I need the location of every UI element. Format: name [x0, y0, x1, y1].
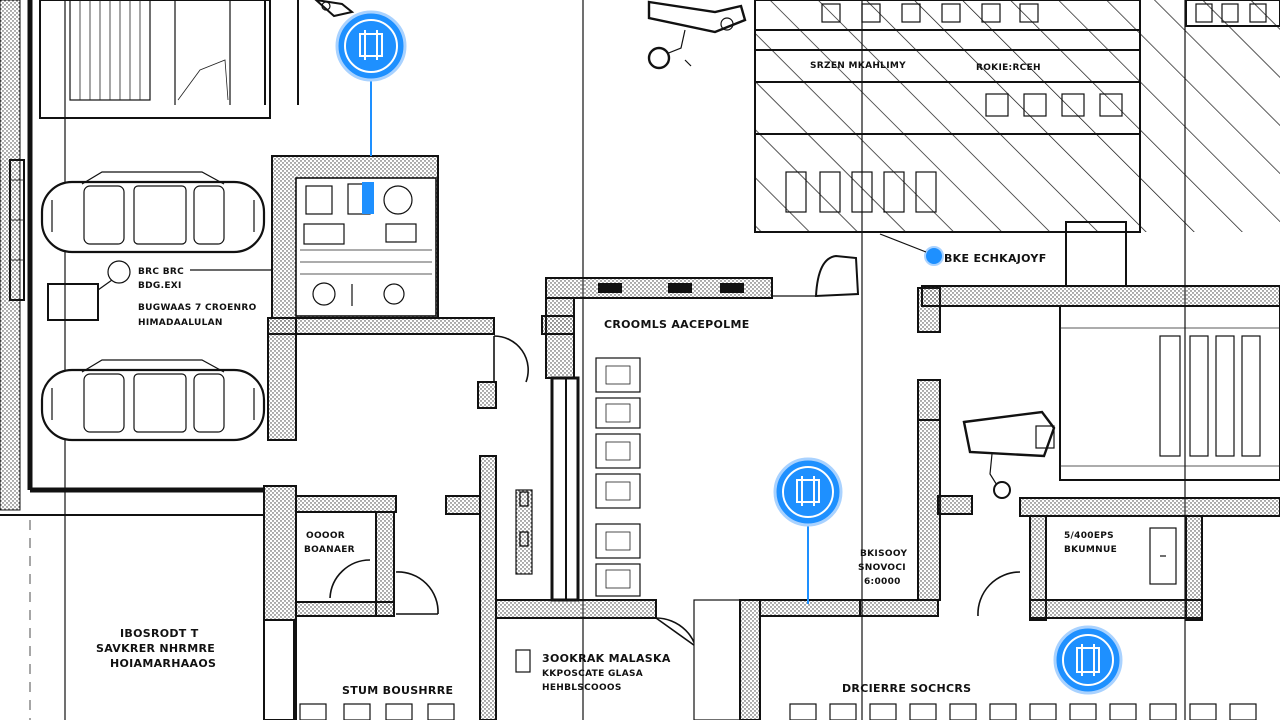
label-small-room-line-4: HIMADAALULAN [138, 318, 223, 328]
sensor-marker-middle [773, 457, 843, 604]
label-top-right-line-1: SRZEN MKAHLIMY [810, 61, 906, 71]
label-bottom-right: DRCIERRE SOCHCRS [842, 682, 971, 695]
hatched-zone-top-right [754, 0, 1280, 287]
label-central-hall: CROOMLS AACEPOLME [604, 318, 750, 331]
label-small-room-line-3: BUGWAAS 7 CROENRO [138, 303, 257, 313]
label-small-room-line-2: BDG.EXI [138, 281, 182, 291]
thermostat-icon [47, 260, 272, 321]
security-camera-icon [962, 410, 1056, 499]
label-corridor-line-3: 6:0000 [864, 577, 901, 587]
label-top-right-mid: BKE ECHKAJOYF [944, 252, 1047, 265]
label-top-right-line-2: ROKIE:RCEH [976, 63, 1041, 73]
control-panel [271, 155, 439, 319]
label-center-lower-room-line-2: KKPOSCATE GLASA [542, 669, 643, 679]
label-bottom-left: STUM BOUSHRRE [342, 684, 453, 697]
lamp-icon [814, 254, 860, 298]
label-left-lower-room-line-3: HOIAMARHAAOS [110, 657, 216, 670]
label-small-room-line-1: BRC BRC [138, 267, 184, 277]
label-left-lower-room-line-2: SAVKRER NHRMRE [96, 642, 215, 655]
label-corridor-line-2: SNOVOCI [858, 563, 906, 573]
label-right-small-room-line-2: BKUMNUE [1064, 545, 1117, 555]
garage-area [0, 0, 299, 516]
sensor-marker-top [335, 10, 407, 156]
security-camera-icon [647, 0, 747, 70]
label-left-small-room-line-1: OOOOR [306, 531, 345, 541]
walls-lower-center [495, 599, 861, 720]
label-center-lower-room-line-1: 3OOKRAK MALASKA [542, 652, 671, 665]
car-icon [40, 359, 266, 442]
label-right-small-room-line-1: 5/400EPS [1064, 531, 1114, 541]
sensor-marker-bottom-right [1053, 625, 1123, 695]
sensor-marker-small [879, 233, 944, 266]
bottom-equipment-row [299, 703, 1257, 720]
right-room [921, 285, 1280, 621]
walls-left-center [263, 317, 529, 720]
label-corridor-line-1: BKISOOY [860, 549, 907, 559]
label-center-lower-room-line-3: HEHBLSCOOOS [542, 683, 622, 693]
label-left-lower-room-line-1: IBOSRODT T [120, 627, 199, 640]
label-left-small-room-line-2: BOANAER [304, 545, 355, 555]
security-camera-icon [314, 0, 355, 18]
central-hall [515, 277, 818, 602]
car-icon [40, 171, 266, 254]
